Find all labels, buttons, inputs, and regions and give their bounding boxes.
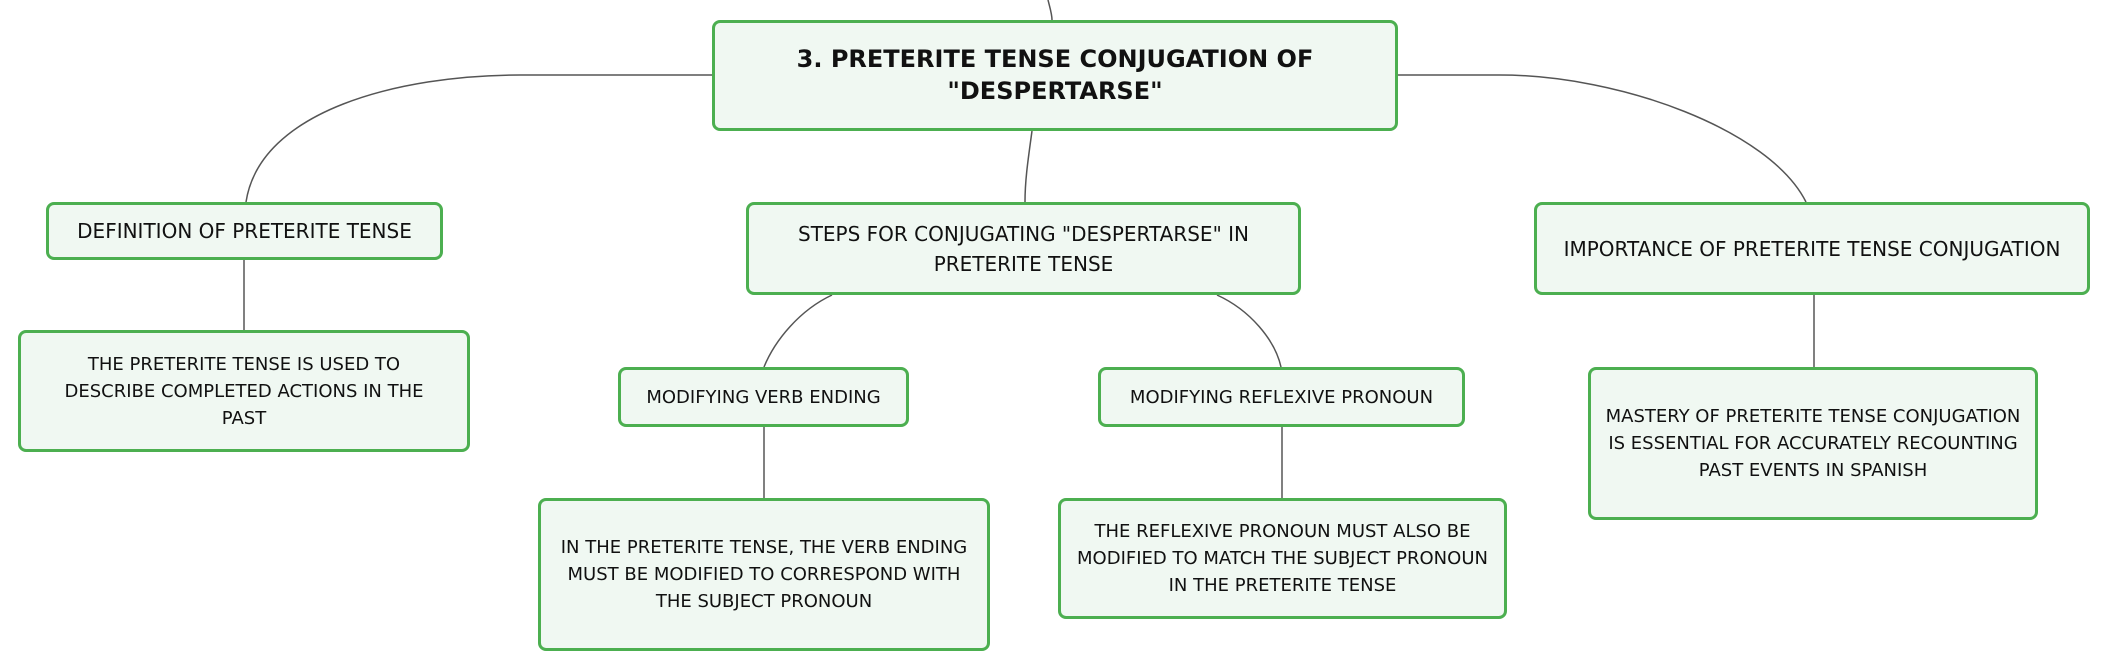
connector-root-to-steps (1024, 130, 1033, 203)
branch-node-importance[interactable]: IMPORTANCE OF PRETERITE TENSE CONJUGATIO… (1534, 202, 2090, 295)
detail-node-verb-ending[interactable]: IN THE PRETERITE TENSE, THE VERB ENDING … (538, 498, 990, 651)
branch-label-definition: DEFINITION OF PRETERITE TENSE (77, 219, 412, 243)
detail-node-definition[interactable]: THE PRETERITE TENSE IS USED TO DESCRIBE … (18, 330, 470, 452)
detail-node-importance[interactable]: MASTERY OF PRETERITE TENSE CONJUGATION I… (1588, 367, 2038, 520)
detail-text-reflexive-pronoun: THE REFLEXIVE PRONOUN MUST ALSO BE MODIF… (1077, 521, 1488, 596)
subtopic-node-verb-ending[interactable]: MODIFYING VERB ENDING (618, 367, 909, 427)
subtopic-label-verb-ending: MODIFYING VERB ENDING (646, 386, 881, 408)
connector-root-to-definition (245, 74, 712, 203)
connector-steps-to-verb-ending (763, 294, 833, 368)
detail-text-verb-ending: IN THE PRETERITE TENSE, THE VERB ENDING … (560, 537, 968, 612)
subtopic-node-reflexive-pronoun[interactable]: MODIFYING REFLEXIVE PRONOUN (1098, 367, 1465, 427)
root-topic-node[interactable]: 3. PRETERITE TENSE CONJUGATION OF "DESPE… (712, 20, 1398, 131)
detail-node-reflexive-pronoun[interactable]: THE REFLEXIVE PRONOUN MUST ALSO BE MODIF… (1058, 498, 1507, 619)
root-topic-label: 3. PRETERITE TENSE CONJUGATION OF "DESPE… (796, 45, 1314, 105)
connector-root-to-importance (1398, 74, 1807, 203)
detail-text-definition: THE PRETERITE TENSE IS USED TO DESCRIBE … (64, 353, 424, 429)
subtopic-label-reflexive-pronoun: MODIFYING REFLEXIVE PRONOUN (1129, 386, 1434, 408)
connector-parent-to-root (1047, 0, 1053, 21)
connector-steps-to-reflexive (1216, 294, 1282, 368)
branch-node-definition[interactable]: DEFINITION OF PRETERITE TENSE (46, 202, 443, 260)
branch-node-steps[interactable]: STEPS FOR CONJUGATING "DESPERTARSE" IN P… (746, 202, 1301, 295)
detail-text-importance: MASTERY OF PRETERITE TENSE CONJUGATION I… (1605, 406, 2021, 481)
branch-label-steps: STEPS FOR CONJUGATING "DESPERTARSE" IN P… (798, 221, 1249, 276)
branch-label-importance: IMPORTANCE OF PRETERITE TENSE CONJUGATIO… (1563, 236, 2061, 261)
